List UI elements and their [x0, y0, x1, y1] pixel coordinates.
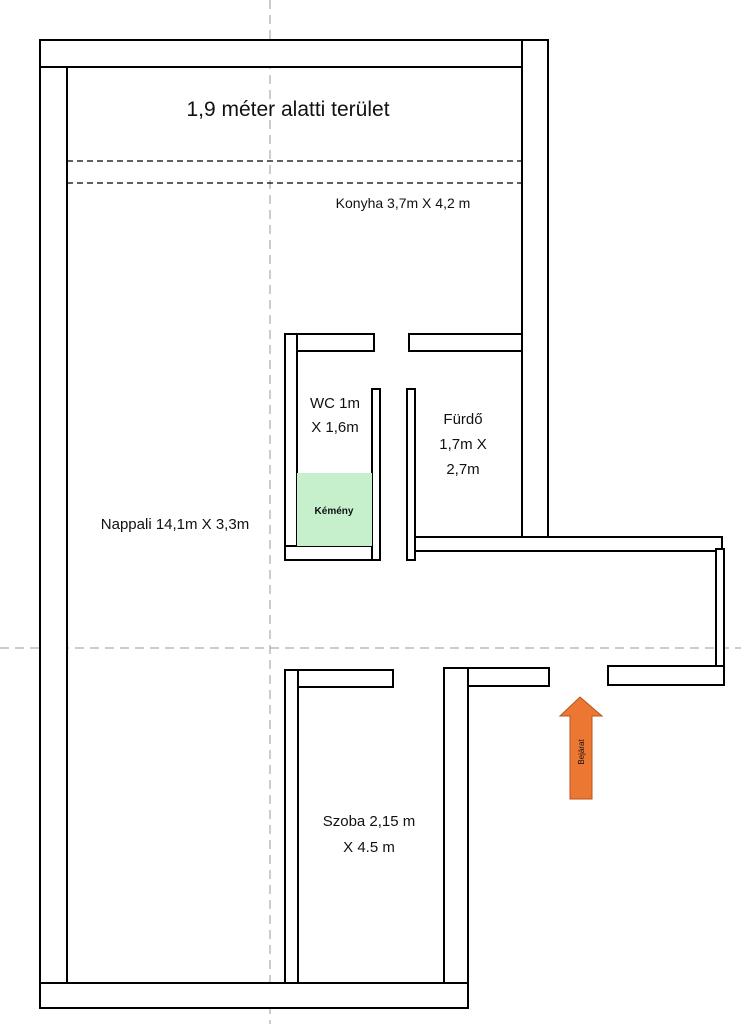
konyha-label: Konyha 3,7m X 4,2 m — [336, 195, 471, 211]
furdo-wall-top — [408, 333, 523, 352]
hall-wall-right — [715, 548, 725, 686]
below-area-label: 1,9 méter alatti terület — [186, 98, 389, 121]
szoba-label-line2: X 4.5 m — [343, 839, 395, 856]
szoba-wall-left — [284, 669, 299, 984]
nappali-label: Nappali 14,1m X 3,3m — [101, 516, 249, 533]
wc-wall-right — [371, 388, 381, 561]
room-labels: 1,9 méter alatti terület Konyha 3,7m X 4… — [101, 98, 586, 856]
furdo-label-line2: 1,7m X — [439, 436, 487, 453]
wc-label-line1: WC 1m — [310, 395, 360, 412]
bejarat-label: Bejárat — [577, 739, 586, 765]
outer-wall-bottom — [39, 982, 469, 1009]
szoba-wall-top — [284, 669, 394, 688]
wc-wall-bottom — [284, 545, 381, 561]
wc-label-line2: X 1,6m — [311, 419, 359, 436]
outer-wall-top — [39, 39, 549, 68]
wc-wall-top — [284, 333, 375, 352]
walls — [39, 39, 725, 1009]
szoba-label-line1: Szoba 2,15 m — [323, 813, 416, 830]
chimney — [297, 473, 372, 546]
szoba-wall-right — [443, 667, 469, 984]
outer-wall-right-upper — [521, 39, 549, 549]
hall-wall-bottom-right — [607, 665, 725, 686]
furdo-wall-left — [406, 388, 416, 561]
low-ceiling-boundary — [67, 160, 522, 184]
furdo-label-line1: Fürdő — [443, 411, 482, 428]
entrance-arrow — [558, 696, 604, 800]
kemeny-label: Kémény — [315, 506, 354, 517]
outer-wall-left — [39, 39, 68, 1009]
furdo-label-line3: 2,7m — [446, 461, 479, 478]
hall-wall-top — [411, 536, 723, 552]
wc-wall-left — [284, 333, 298, 561]
